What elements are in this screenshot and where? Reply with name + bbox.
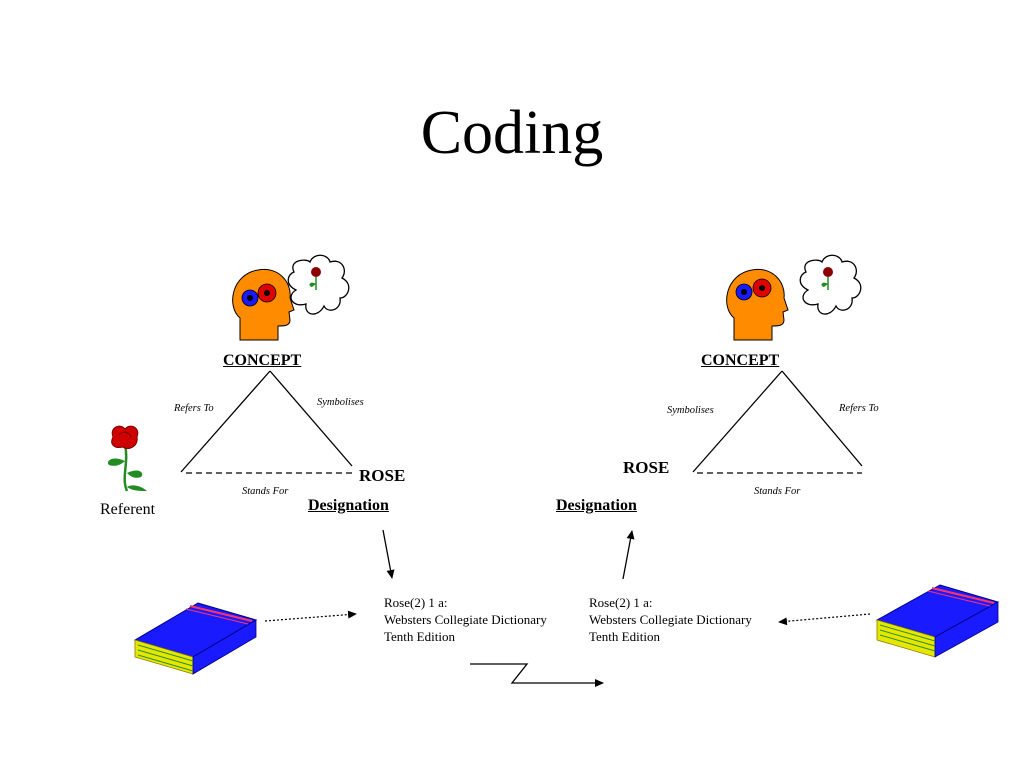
left-triangle [180,370,353,474]
thought-bubble-icon [287,254,350,315]
left-stands-for-label: Stands For [242,486,289,497]
dictionary-entry-right: Rose(2) 1 a: Websters Collegiate Diction… [589,594,752,645]
entry-line: Websters Collegiate Dictionary [384,612,547,627]
up-arrow [622,530,635,580]
left-concept-label: CONCEPT [223,352,302,369]
right-concept-label: CONCEPT [701,352,780,369]
right-symbolises-edge [692,370,783,473]
referent-label: Referent [100,501,156,518]
left-designation-label: Designation [308,497,389,514]
right-book-arrow [778,613,871,626]
entry-line: Tenth Edition [384,629,455,644]
left-book-arrow [264,610,357,622]
left-refers-edge [180,370,271,473]
book-icon [875,584,1000,658]
dictionary-entry-left: Rose(2) 1 a: Websters Collegiate Diction… [384,594,547,645]
entry-line: Websters Collegiate Dictionary [589,612,752,627]
entry-line: Rose(2) 1 a: [384,595,448,610]
right-symbolises-label: Symbolises [667,405,714,416]
right-term-label: ROSE [623,458,670,477]
transfer-arrow [470,663,604,687]
thought-bubble-icon [799,254,862,315]
right-refers-to-label: Refers To [839,403,879,414]
entry-line: Tenth Edition [589,629,660,644]
down-arrow [382,529,395,579]
head-icon [232,268,295,341]
right-designation-label: Designation [556,497,637,514]
left-symbolises-edge [269,370,353,467]
left-symbolises-label: Symbolises [317,397,364,408]
right-refers-edge [781,370,863,467]
rose-icon [107,425,147,492]
right-triangle [692,370,863,474]
head-icon [726,268,789,341]
book-icon [133,602,258,675]
entry-line: Rose(2) 1 a: [589,595,653,610]
right-stands-for-label: Stands For [754,486,801,497]
page-title: Coding [420,99,604,167]
left-term-label: ROSE [359,466,406,485]
left-refers-to-label: Refers To [174,403,214,414]
